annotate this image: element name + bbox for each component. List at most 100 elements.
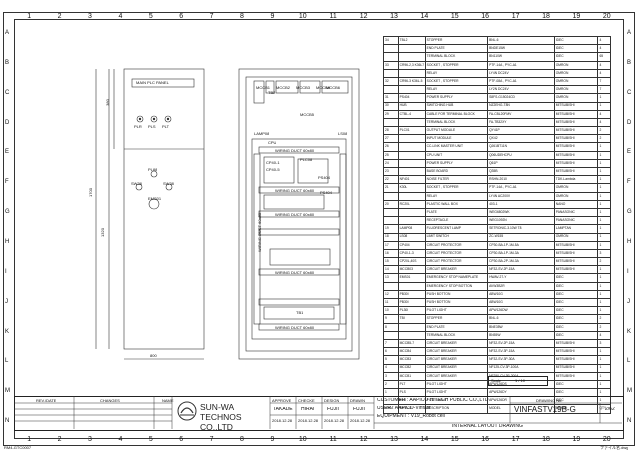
bom-cell-desc: CC-LINK MASTER UNIT [424,142,489,152]
bom-cell-device: CP20L,40S [397,257,426,267]
bom-cell-brand: IDEC [553,281,599,291]
bom-cell-device: PS404 [397,93,426,103]
bom-cell-item: 18 [383,232,399,242]
bom-cell-item: 19 [383,224,399,234]
bom-cell-brand: LAMPTAN [553,224,599,234]
bom-cell-brand: IDEC [553,306,599,316]
bom-cell-brand: IDEC [553,330,599,340]
bom-cell-item: 2 [383,379,399,390]
bom-cell-item [383,52,399,62]
bom-cell-qty: 4 [597,44,611,54]
bom-cell-model: LY4N AC200V [487,191,555,201]
bom-cell-item: 34 [383,35,399,46]
bom-cell-brand: TDK-Lambda [553,175,599,185]
bom-cell-brand: MITSUBISHI [553,101,599,111]
row-letter: M [627,388,632,395]
bom-cell-model: NF32-SV-2P-15A [487,265,555,275]
bom-cell-device: NF401 [397,175,426,185]
bom-cell-item: 17 [383,240,399,250]
bom-cell-device: MCCB2 [397,363,426,373]
dim-height-mid: 1320 [99,228,105,237]
pilot-lamp-plt [164,115,172,123]
bom-cell-model: WEG1092N [487,216,555,226]
bom-cell-model: PTF-08A , PYC-A1 [487,76,555,87]
bom-cell-desc: CIRCUIT BREAKER [424,363,489,373]
bom-cell-brand: IDEC [553,314,599,324]
bom-cell-brand: MITSUBISHI [553,126,599,136]
bom-cell-item: 22 [383,175,399,185]
title-block-grid [14,396,622,429]
bom-cell-brand: IDEC [553,44,599,54]
bom-cell-desc: CPU UNIT [424,150,489,160]
bom-cell-device: RC20L [397,199,426,209]
sheet-number: 2/62 [605,407,615,412]
bom-cell-desc: PUSH BOTTON [424,289,489,300]
row-letter: J [5,298,8,305]
row-letter: K [627,328,632,335]
panel-layout-drawing [95,68,360,360]
column-number: 14 [420,13,429,20]
bom-cell-item [383,207,399,218]
bom-cell-brand: OMRON [553,76,599,87]
checke-date: 2018.12.28 [298,418,319,423]
dim-top-gap: 380 [104,99,110,106]
drawing-no-label: DRAWING No. [536,398,563,403]
bom-cell-model: Q06UDEHCPU [487,150,555,160]
bom-cell-desc: LIMIT SWITCH [424,232,489,242]
bom-cell-brand: MITSUBISHI [553,347,599,357]
bom-cell-desc: PUSH BOTTON [424,297,489,308]
column-number: 14 [420,436,429,443]
column-number: 6 [179,13,184,20]
wiring-duct-label-5: WIRING DUCT 60x80 [275,325,315,330]
bom-cell-device [397,85,426,95]
bom-cell-brand: IDEC [553,322,599,332]
bom-cell-device: PLC01 [397,126,426,136]
mccb6-label: MCCB6 [326,85,341,90]
bom-cell-device [397,52,426,62]
bom-cell-item: 10 [383,306,399,316]
bom-cell-qty: 1 [597,199,611,209]
column-number: 13 [390,436,398,443]
row-letter: B [627,59,632,66]
bom-cell-item: 33 [383,60,399,70]
bom-header-desc: DESCRIPTION [424,404,489,414]
lamp-label-pls: PLS [148,124,156,129]
bom-cell-device: PLT [397,379,426,390]
bom-cell-brand: OMRON [553,191,599,201]
column-number: 17 [511,13,520,20]
row-letter: D [627,119,632,126]
column-number: 5 [148,13,153,20]
column-number: 2 [57,13,62,20]
column-number: 18 [542,436,550,443]
column-number: 15 [450,13,459,20]
bom-cell-desc: PILOT LIGHT [424,306,489,316]
bom-cell-desc: INPUT MODULE [424,134,489,144]
bom-cell-item: 30 [383,101,399,111]
row-letter: L [5,358,9,365]
cp40-5-label: CP40-5 [266,167,280,172]
bom-cell-qty: 1 [597,216,611,226]
bom-cell-desc: TERMINAL BLOCK [424,330,489,340]
column-number: 12 [359,436,368,443]
bom-cell-device [397,158,426,169]
bom-cell-qty: 3 [597,248,611,259]
wiring-duct-label-4: WIRING DUCT 60x80 [275,270,315,275]
bom-cell-model: RSHN-2010 [487,175,555,185]
bom-cell-device: TBI [397,314,426,324]
bom-cell-desc: NOISE FILTER [424,175,489,185]
